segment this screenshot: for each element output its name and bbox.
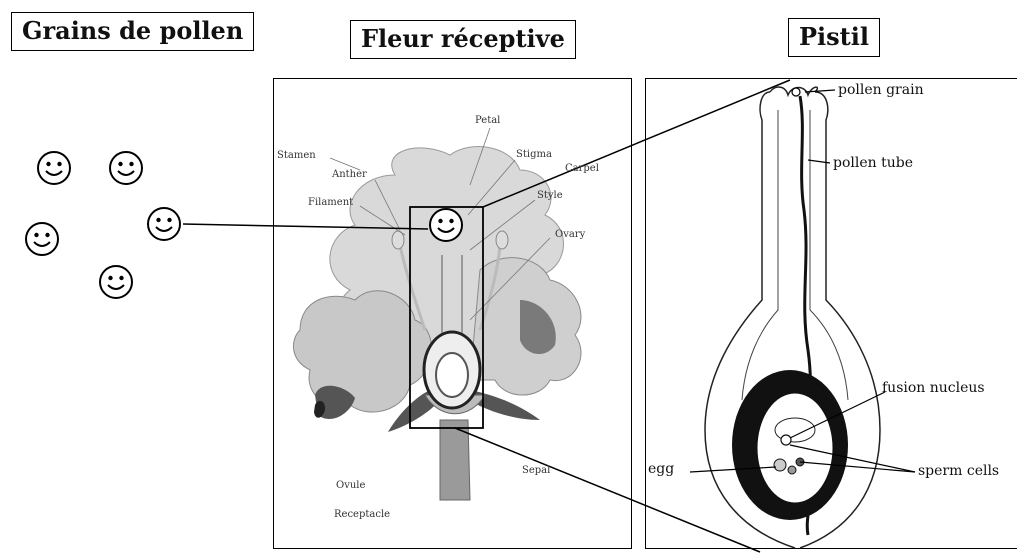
zoom-line-bottom: [455, 428, 760, 552]
label-anther: Anther: [332, 169, 367, 180]
anther-right: [496, 231, 508, 249]
label-sperm-cells: sperm cells: [918, 463, 999, 479]
label-sepal: Sepal: [522, 465, 550, 476]
anther-left: [392, 231, 404, 249]
label-pollen-tube: pollen tube: [833, 155, 913, 171]
label-stigma: Stigma: [516, 149, 552, 160]
label-carpel: Carpel: [565, 163, 599, 174]
fusion-nucleus-shape: [781, 435, 791, 445]
smiley-face-icon: [108, 150, 144, 186]
label-stamen: Stamen: [277, 150, 316, 161]
egg-cell-shape: [774, 459, 786, 471]
smiley-face-icon: [428, 207, 464, 243]
style-canal-right: [810, 110, 848, 400]
label-filament: Filament: [308, 197, 353, 208]
label-pollen-grain: pollen grain: [838, 82, 924, 98]
smiley-face-icon: [98, 264, 134, 300]
label-style: Style: [537, 190, 563, 201]
zoom-line-top: [483, 80, 790, 207]
label-ovary: Ovary: [555, 229, 585, 240]
smiley-face-icon: [24, 221, 60, 257]
label-receptacle: Receptacle: [334, 509, 390, 520]
smiley-face-icon: [36, 150, 72, 186]
pistil-pollen-grain: [792, 88, 800, 96]
label-petal: Petal: [475, 115, 500, 126]
style-canal-left: [742, 110, 778, 400]
label-ovule: Ovule: [336, 480, 365, 491]
ovule-shape: [436, 353, 468, 397]
synergid-shape: [788, 466, 796, 474]
smiley-face-icon: [146, 206, 182, 242]
label-fusion-nucleus: fusion nucleus: [882, 380, 985, 396]
ovule-inner: [757, 393, 833, 503]
label-egg: egg: [648, 461, 674, 477]
